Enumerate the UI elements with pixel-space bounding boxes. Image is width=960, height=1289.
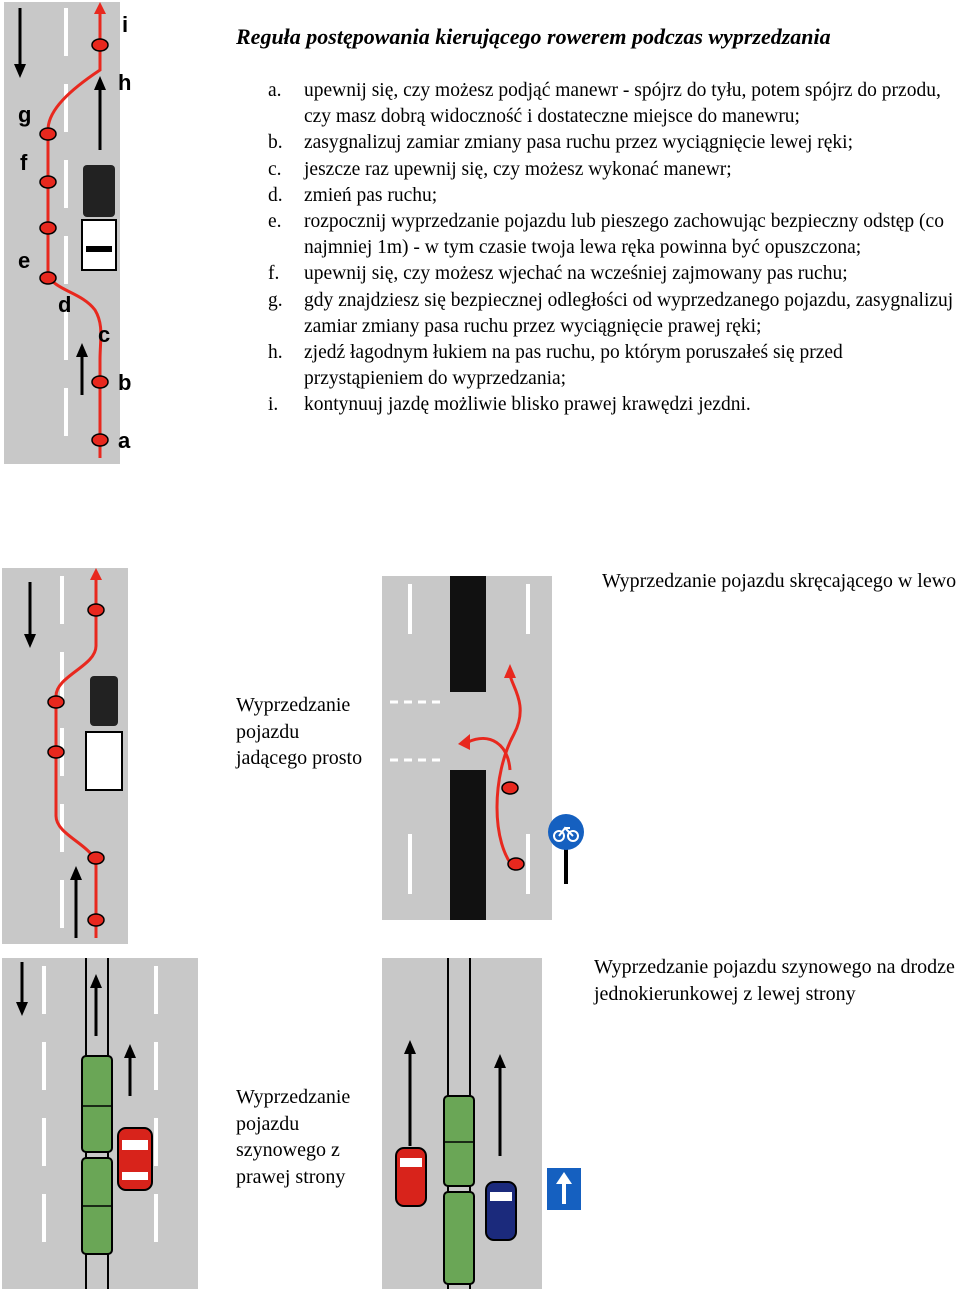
cyclist-path xyxy=(46,8,103,458)
figure-letter: g xyxy=(18,102,31,127)
step-c: c. jeszcze raz upewnij się, czy możesz wy… xyxy=(268,157,958,183)
step-b: b. zasygnalizuj zamiar zmiany pasa ruchu … xyxy=(268,130,958,156)
arrow-up-icon xyxy=(404,1040,506,1156)
step-text: zmień pas ruchu; xyxy=(304,184,438,206)
caption-tram-right: Wyprzedzanie pojazdu szynowego z prawej … xyxy=(236,1086,351,1188)
step-h: h. zjedź łagodnym łukiem na pas ruchu, po… xyxy=(268,340,958,392)
cyclist-icon xyxy=(39,38,109,447)
step-letter: f. xyxy=(268,263,280,285)
overtaking-steps-list: a. upewnij się, czy możesz podjąć manewr … xyxy=(268,78,958,419)
car-red-icon xyxy=(395,1147,427,1207)
figure-letter: i xyxy=(122,12,128,37)
cyclist-icon xyxy=(47,603,105,927)
step-text: rozpocznij wyprzedzanie pojazdu lub pies… xyxy=(304,211,944,259)
caption-straight: Wyprzedzanie pojazdu jadącego prosto xyxy=(236,694,363,769)
arrow-up-icon xyxy=(76,76,106,395)
truck-icon xyxy=(85,676,123,791)
figure-letter: c xyxy=(98,322,110,347)
step-letter: e. xyxy=(268,211,282,233)
step-i: i. kontynuuj jazdę możliwie blisko prawej… xyxy=(268,392,958,418)
overtaking-steps-diagram: i h g f e d c b a xyxy=(0,0,142,470)
step-letter: d. xyxy=(268,184,283,206)
median-strip xyxy=(450,770,486,920)
step-text: kontynuuj jazdę możliwie blisko prawej k… xyxy=(304,394,751,416)
step-letter: g. xyxy=(268,289,283,311)
caption-left-turn: Wyprzedzanie pojazdu skręcającego w lewo xyxy=(602,570,957,592)
tram-one-way-diagram xyxy=(380,956,590,1289)
arrow-down-icon xyxy=(14,8,26,78)
arrow-down-icon xyxy=(16,962,28,1016)
step-letter: h. xyxy=(268,342,283,364)
one-way-sign-icon xyxy=(547,1168,581,1210)
figure-letter: f xyxy=(20,150,28,175)
step-letter: i. xyxy=(268,394,279,416)
cyclist-icon xyxy=(501,781,525,871)
tram-right-diagram xyxy=(0,956,200,1289)
step-a: a. upewnij się, czy możesz podjąć manewr … xyxy=(268,78,958,130)
step-text: zjedź łagodnym łukiem na pas ruchu, po k… xyxy=(304,342,843,390)
caption-tram-one-way: Wyprzedzanie pojazdu szynowego na drodze… xyxy=(594,956,955,1005)
step-text: jeszcze raz upewnij się, czy możesz wyko… xyxy=(304,158,732,180)
step-text: upewnij się, czy możesz wjechać na wcześ… xyxy=(304,263,848,285)
step-text: gdy znajdziesz się bezpiecznej odległośc… xyxy=(304,289,954,337)
page-title: Reguła postępowania kierującego rowerem … xyxy=(236,24,831,49)
figure-letter: h xyxy=(118,70,131,95)
figure-letter: a xyxy=(118,428,131,453)
step-e: e. rozpocznij wyprzedzanie pojazdu lub pi… xyxy=(268,209,958,261)
step-letter: a. xyxy=(268,80,282,101)
figure-letter: d xyxy=(58,292,71,317)
arrow-up-icon xyxy=(90,974,136,1096)
tram-icon xyxy=(443,1095,475,1285)
car-blue-icon xyxy=(485,1181,517,1241)
figure-letter: e xyxy=(18,248,30,273)
step-f: f. upewnij się, czy możesz wjechać na wcz… xyxy=(268,261,958,287)
cyclist-path xyxy=(495,673,522,872)
arrow-up-icon xyxy=(70,866,82,938)
step-text: zasygnalizuj zamiar zmiany pasa ruchu pr… xyxy=(304,132,853,154)
arrow-down-icon xyxy=(24,582,36,648)
bicycle-sign-icon xyxy=(548,814,584,884)
car-red-icon xyxy=(117,1127,153,1191)
figure-letter: b xyxy=(118,370,131,395)
step-g: g. gdy znajdziesz się bezpiecznej odległo… xyxy=(268,288,958,340)
tram-icon xyxy=(81,1055,113,1255)
truck-icon xyxy=(81,165,117,271)
step-letter: c. xyxy=(268,158,282,180)
left-turn-overtaking-diagram xyxy=(380,574,600,924)
step-d: d. zmień pas ruchu; xyxy=(268,183,958,209)
step-text: upewnij się, czy możesz podjąć manewr - … xyxy=(304,80,941,128)
step-letter: b. xyxy=(268,132,283,154)
straight-overtaking-diagram xyxy=(0,566,130,946)
